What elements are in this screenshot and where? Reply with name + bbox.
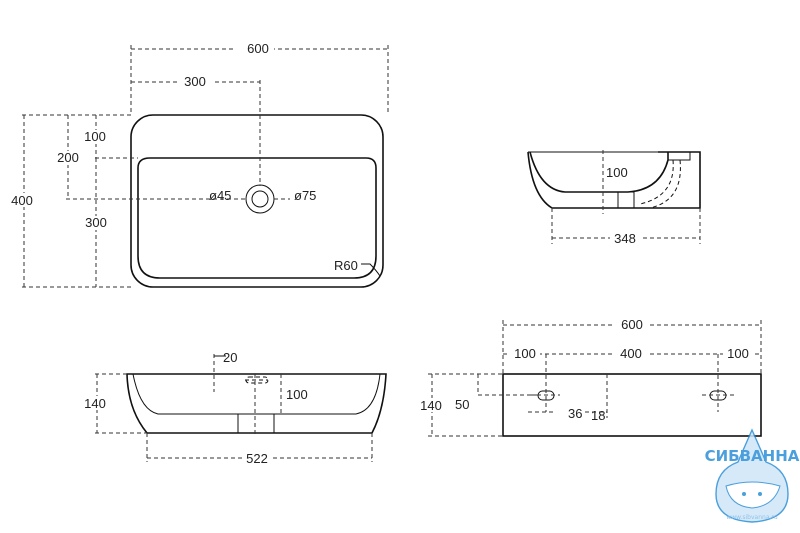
- top-view: 600 300 400 200 100 300 ø45 ø75 R60: [6, 41, 389, 288]
- side-depth-label: 348: [614, 231, 636, 246]
- front-height-label: 140: [84, 396, 106, 411]
- front-base-width-label: 522: [246, 451, 268, 466]
- drain-outer: [245, 184, 275, 214]
- rear-left-label: 100: [514, 346, 536, 361]
- brand-url: www.sibvanna.ru: [726, 514, 778, 521]
- rear-hole-gap-label: 18: [591, 408, 605, 423]
- side-section: 100 348: [527, 150, 701, 246]
- rear-width-label: 600: [621, 317, 643, 332]
- rear-hole-width-label: 36: [568, 406, 582, 421]
- rear-right-label: 100: [727, 346, 749, 361]
- front-section: 20 100 140 522: [82, 350, 387, 466]
- side-bowl-depth-label: 100: [606, 165, 628, 180]
- drain-inner-label: ø45: [209, 188, 231, 203]
- front-wall-label: 20: [223, 350, 237, 365]
- top-front-label: 300: [85, 215, 107, 230]
- top-center-offset-label: 300: [184, 74, 206, 89]
- top-drain-offset-label: 200: [57, 150, 79, 165]
- basin-outline: [130, 114, 384, 288]
- rear-height-label: 140: [420, 398, 442, 413]
- rear-hole-height-label: 50: [455, 397, 469, 412]
- brand-name: СИБВАННА: [705, 447, 800, 465]
- top-depth-label: 400: [11, 193, 33, 208]
- basin-character-icon: [725, 481, 781, 509]
- side-outer-shell: [527, 151, 701, 209]
- drain-outer-label: ø75: [294, 188, 316, 203]
- watermark-logo: СИБВАННА www.sibvanna.ru: [705, 428, 800, 523]
- rear-middle-label: 400: [620, 346, 642, 361]
- front-outer-shell: [126, 373, 387, 434]
- top-rim-label: 100: [84, 129, 106, 144]
- side-inner-bowl: [529, 151, 669, 193]
- radius-label: R60: [334, 258, 358, 273]
- drain-inner: [251, 190, 269, 208]
- front-inner-bowl: [132, 373, 381, 415]
- bowl-outline: [137, 157, 377, 279]
- top-width-label: 600: [247, 41, 269, 56]
- front-bowl-depth-label: 100: [286, 387, 308, 402]
- rear-view: 600 100 400 100 140 50 36 18: [416, 317, 762, 437]
- rear-outline: [502, 373, 762, 437]
